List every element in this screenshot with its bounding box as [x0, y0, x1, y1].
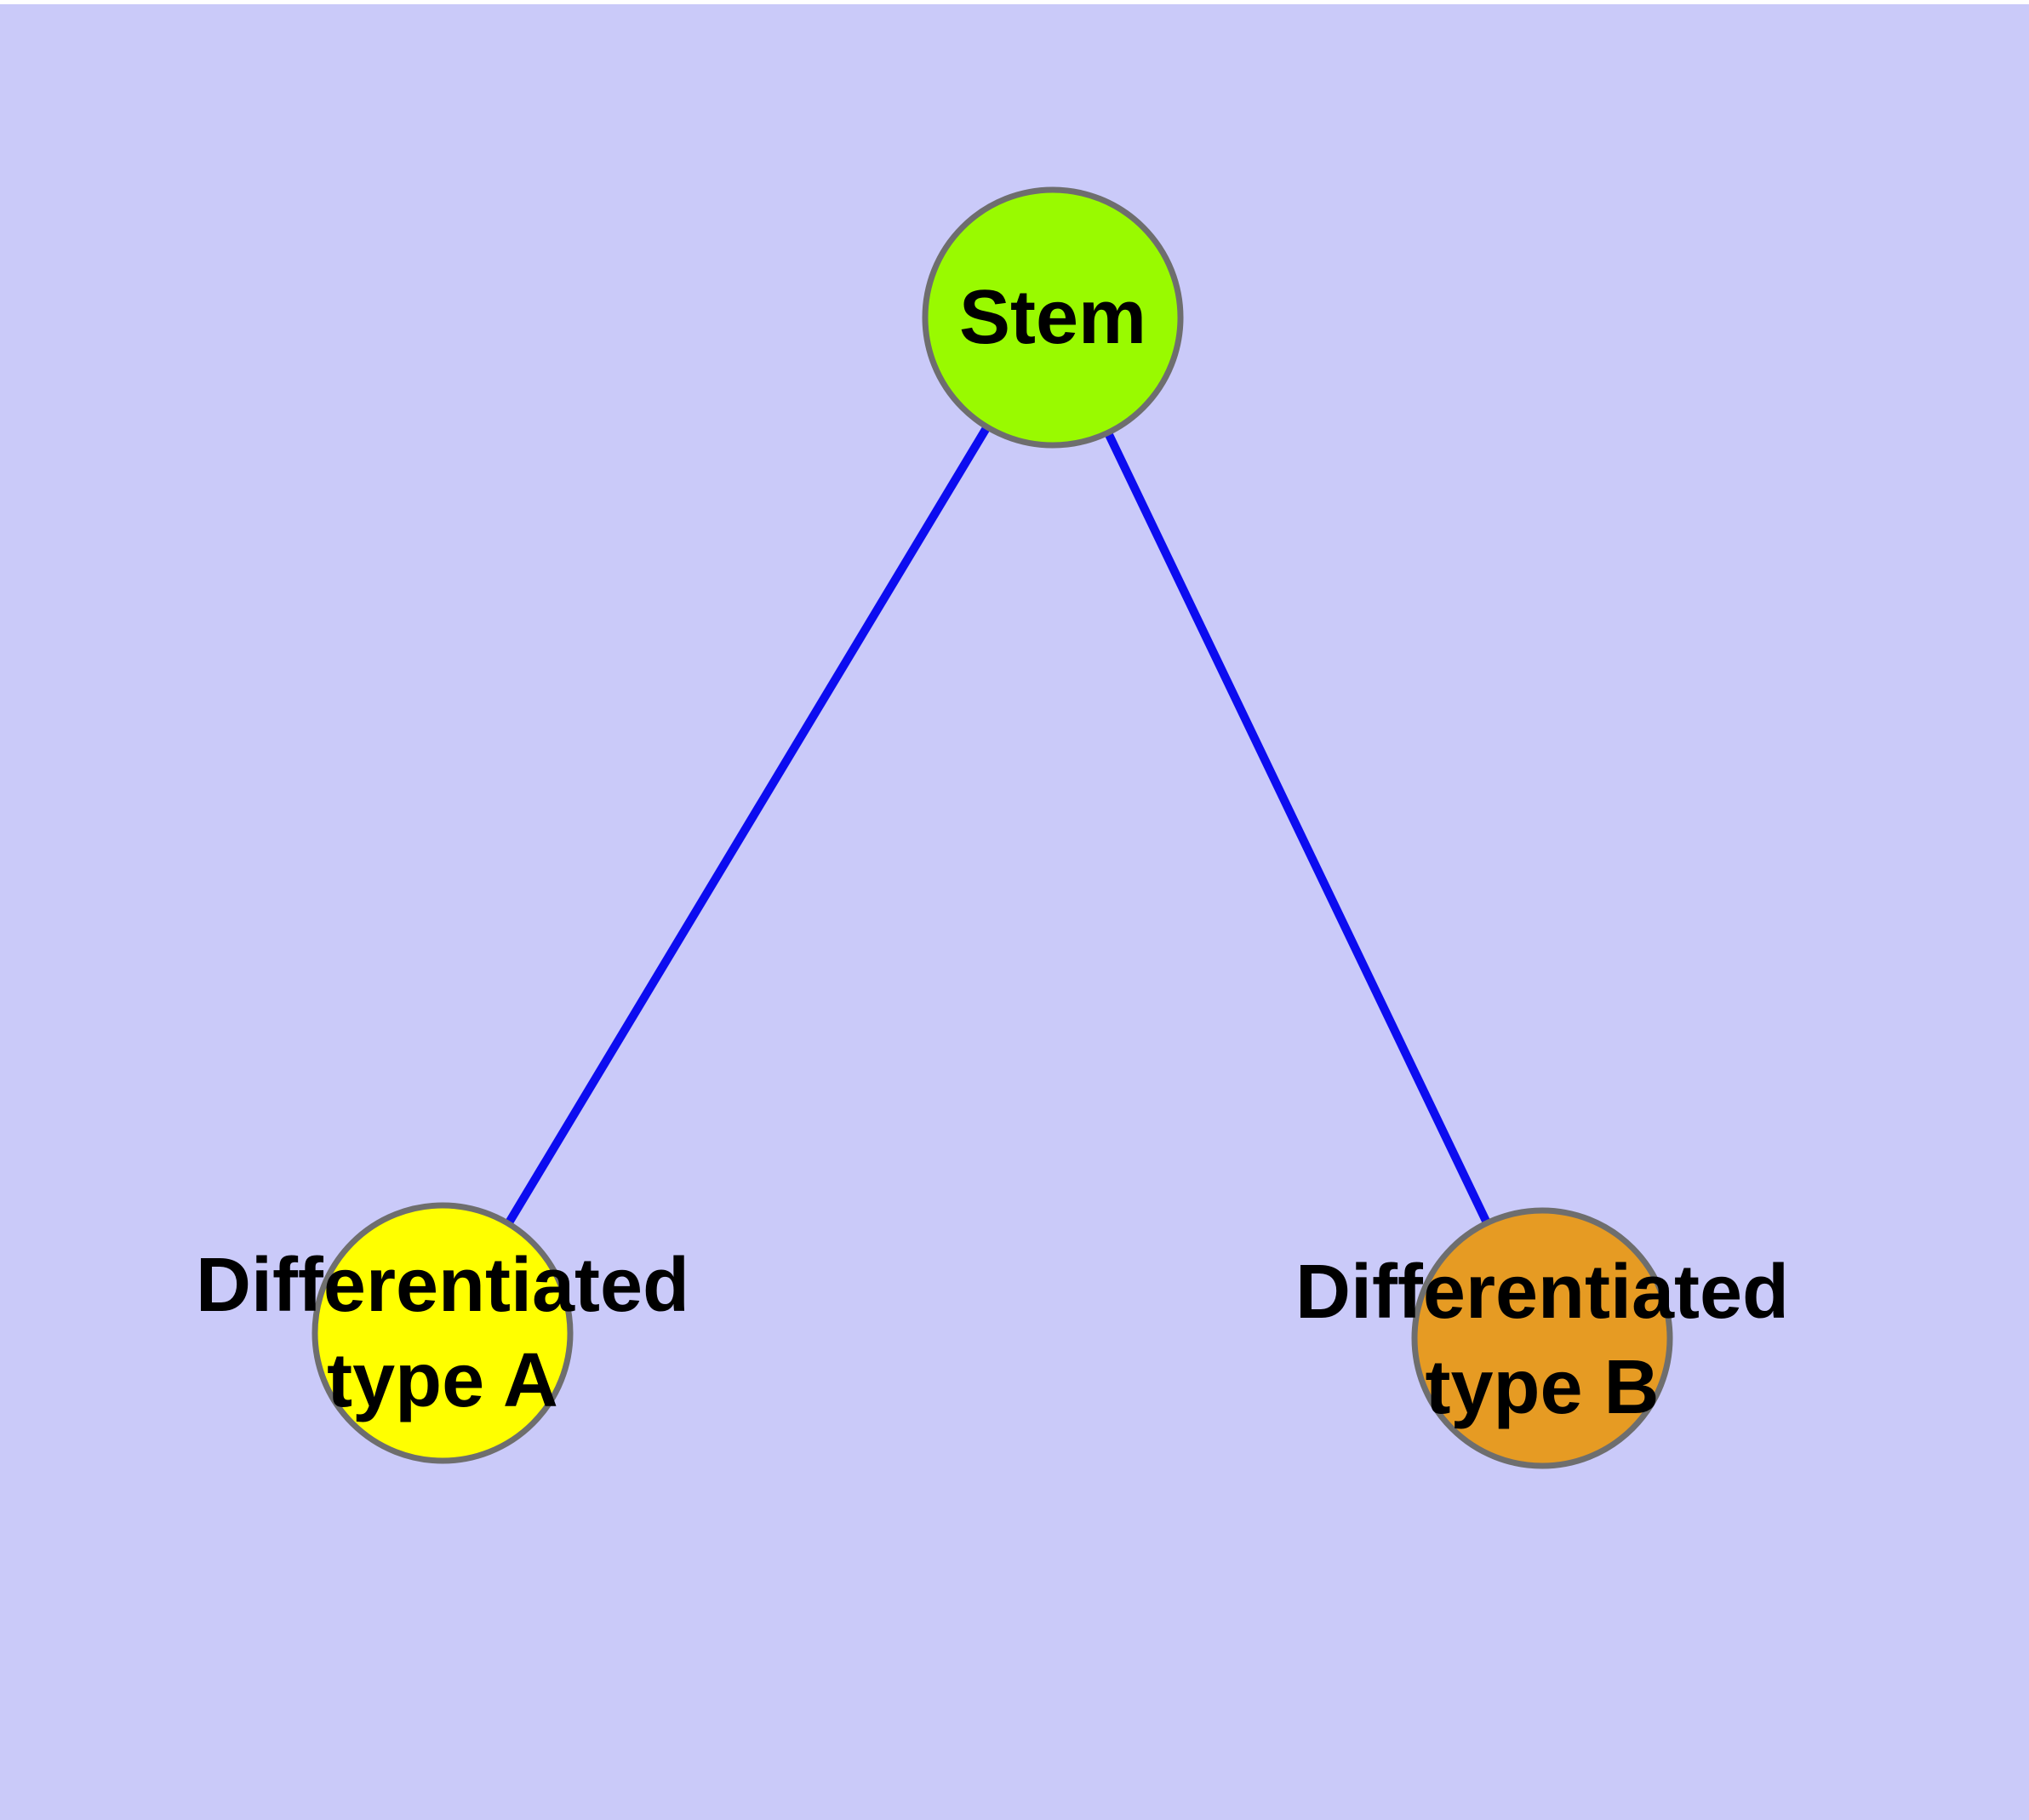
node-stem-circle — [922, 186, 1184, 449]
node-type-b-label-line1: Differentiated — [1295, 1250, 1789, 1335]
node-stem-label: Stem — [959, 275, 1146, 360]
edge-stem-to-type-b — [1049, 315, 1546, 1341]
node-type-a-circle — [311, 1202, 574, 1464]
node-type-a-label-line2: type A — [327, 1338, 558, 1423]
edge-stem-to-type-a — [438, 315, 1057, 1336]
node-type-b-label-line2: type B — [1425, 1345, 1659, 1430]
top-margin-strip — [0, 0, 2029, 4]
node-type-a-label-line1: Differentiated — [196, 1243, 689, 1328]
node-type-b-circle — [1411, 1207, 1673, 1469]
